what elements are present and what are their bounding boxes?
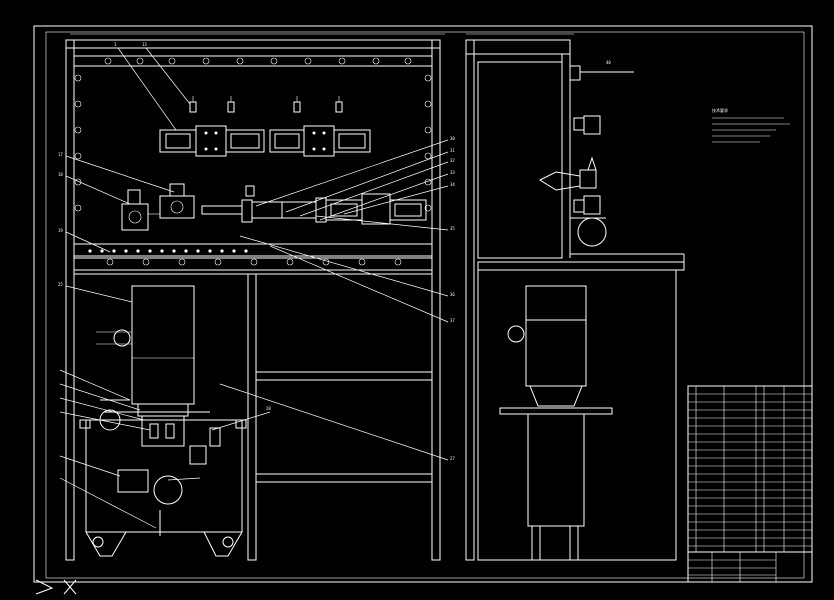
cross-mark-icon [63, 579, 77, 595]
balloon-valves-top-right: 13 [142, 42, 147, 47]
pump-coupling [104, 403, 210, 447]
electric-motor [96, 285, 195, 405]
balloon-diag-a: 36 [450, 292, 455, 297]
balloon-right-c: 32 [450, 158, 455, 163]
valve-mounting-panel [73, 55, 433, 257]
balloon-mid-right: 28 [266, 406, 271, 411]
technical-requirements: 技术要求 [712, 107, 790, 143]
balloon-lower-right: 27 [450, 456, 455, 461]
drawing-inner-border [45, 31, 805, 579]
directional-valve-right [269, 125, 371, 157]
balloon-right-e: 34 [450, 182, 455, 187]
check-valve-block [159, 183, 195, 219]
parts-list-table [687, 385, 813, 583]
balloon-left-bottom: 19 [58, 228, 63, 233]
panel-bolt-row-lower [106, 258, 402, 266]
front-view [65, 33, 445, 561]
balloon-labels: 1 13 17 18 19 30 31 32 33 34 35 36 37 25… [58, 42, 611, 461]
balloon-side-view-tag: 40 [606, 60, 611, 65]
panel-bolt-row-bottom [88, 249, 248, 253]
balloon-right-f: 35 [450, 226, 455, 231]
balloon-right-a: 30 [450, 136, 455, 141]
balloon-right-d: 33 [450, 170, 455, 175]
balloon-right-b: 31 [450, 148, 455, 153]
relief-valve-block [121, 189, 160, 231]
oil-tank [79, 419, 247, 557]
drawing-outer-frame [33, 25, 813, 583]
panel-bolt-columns [74, 74, 432, 212]
arrow-icon [35, 579, 54, 595]
directional-valve-left [159, 125, 265, 157]
balloon-left-upper: 17 [58, 152, 63, 157]
balloon-left-lower: 18 [58, 172, 63, 177]
leader-lines-front [59, 47, 449, 529]
hydraulic-cylinder [201, 185, 427, 225]
panel-bolt-row-top [104, 57, 412, 65]
balloon-valves-top-left: 1 [114, 42, 117, 47]
tech-notes-title: 技术要求 [712, 107, 728, 113]
balloon-tank-left: 25 [58, 282, 63, 287]
balloon-diag-b: 37 [450, 318, 455, 323]
pressure-gauges-top [189, 96, 343, 113]
side-view [465, 33, 685, 561]
